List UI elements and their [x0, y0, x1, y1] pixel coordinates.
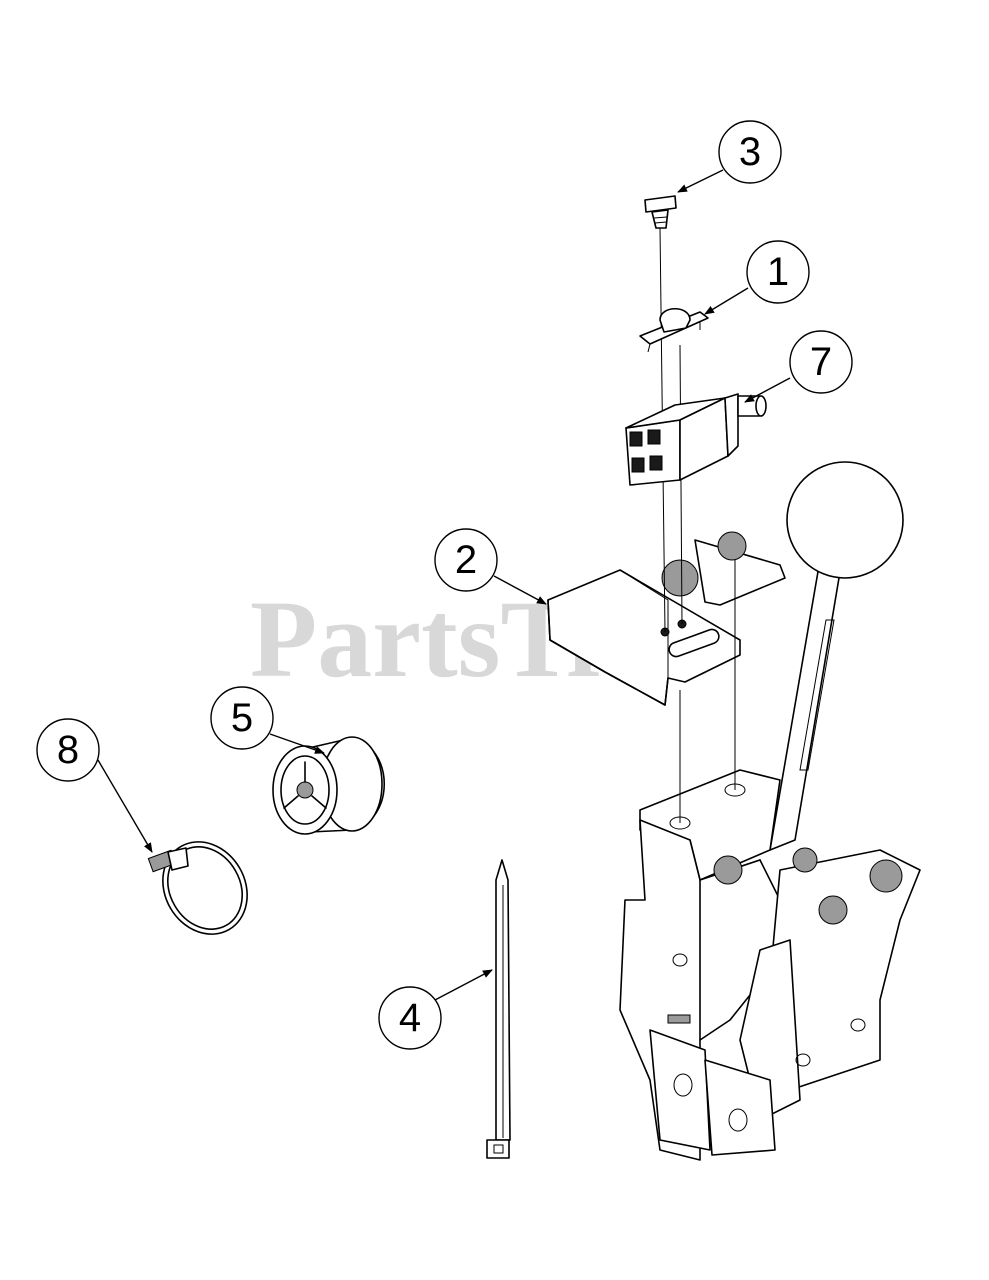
- part-1-switch-clip: [639, 307, 709, 353]
- callout-number: 4: [399, 996, 421, 1040]
- part-2-mounting-bracket: [547, 531, 786, 706]
- part-4-cable-tie: [486, 859, 511, 1159]
- callout-2: 2: [434, 528, 498, 592]
- callout-number: 7: [810, 340, 832, 384]
- shift-lever-assembly: [619, 461, 921, 1161]
- callout-5: 5: [210, 686, 274, 750]
- callout-number: 3: [739, 130, 761, 174]
- part-7-interlock-switch: [625, 393, 767, 486]
- part-8-hose-clamp: [147, 841, 248, 935]
- callout-number: 1: [767, 250, 789, 294]
- callout-7: 7: [789, 330, 853, 394]
- part-5-gauge: [272, 736, 385, 835]
- callout-8: 8: [36, 718, 100, 782]
- callout-3: 3: [718, 120, 782, 184]
- part-3-screw: [644, 195, 677, 229]
- callout-number: 8: [57, 728, 79, 772]
- callout-4: 4: [378, 986, 442, 1050]
- callout-1: 1: [746, 240, 810, 304]
- callout-number: 2: [455, 538, 477, 582]
- leader-arrows: [97, 169, 791, 1001]
- callout-number: 5: [231, 696, 253, 740]
